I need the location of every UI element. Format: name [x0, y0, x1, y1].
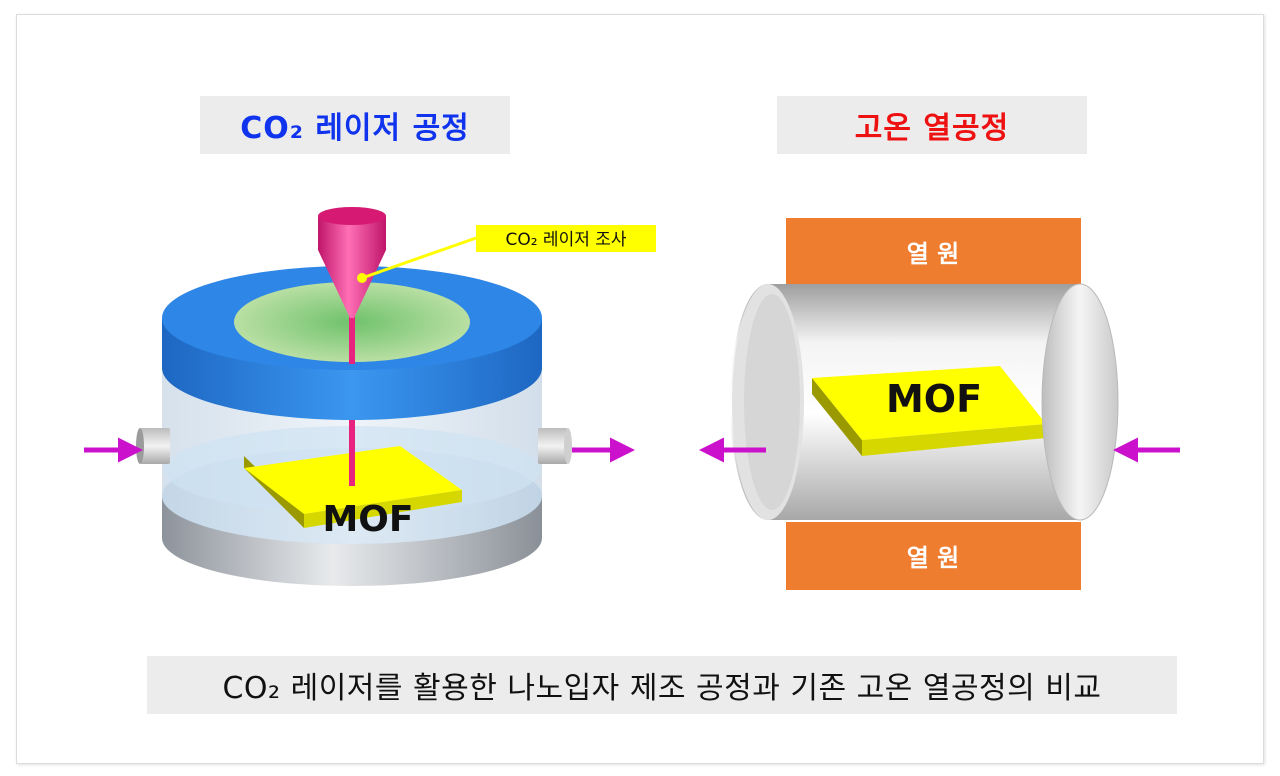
laser-beam-upper — [349, 304, 355, 364]
heat-source-top — [786, 218, 1081, 286]
heat-source-bottom-label: 열 원 — [907, 544, 960, 572]
mof-plate-front — [304, 490, 462, 528]
tube-left-inner — [744, 294, 800, 510]
inlet-port-cap — [136, 428, 144, 464]
inlet-port — [140, 428, 170, 464]
laser-nozzle-top — [318, 207, 386, 225]
heat-source-bottom — [786, 522, 1081, 590]
heat-source-top-label: 열 원 — [907, 240, 960, 268]
left-mof-label: MOF — [322, 499, 413, 540]
tube-mof-front — [862, 424, 1046, 456]
laser-beam-lower — [349, 412, 355, 486]
thermal-furnace — [699, 218, 1180, 590]
laser-callout-box — [476, 225, 656, 252]
tube-mof-side — [812, 378, 862, 456]
outlet-port-cap — [564, 428, 572, 464]
left-panel-title: CO₂ 레이저 공정 — [200, 96, 510, 154]
right-mof-label: MOF — [886, 377, 982, 421]
laser-callout-label: CO₂ 레이저 조사 — [505, 230, 626, 250]
callout-leader — [361, 236, 477, 280]
figure-caption: CO₂ 레이저를 활용한 나노입자 제조 공정과 기존 고온 열공정의 비교 — [147, 656, 1177, 714]
laser-reactor — [84, 207, 635, 586]
tube-right-end — [1041, 283, 1119, 521]
laser-nozzle — [318, 216, 386, 318]
tube-mof-top — [812, 366, 1046, 440]
outlet-port — [538, 428, 568, 464]
right-panel-title: 고온 열공정 — [777, 96, 1087, 154]
